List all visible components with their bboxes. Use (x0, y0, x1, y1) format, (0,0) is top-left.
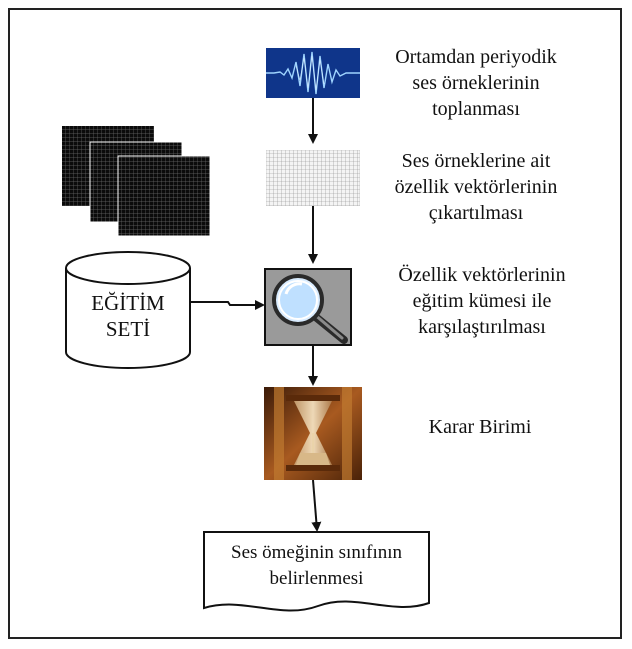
label-line: Karar Birimi (428, 416, 532, 438)
label-line: toplanması (432, 98, 520, 120)
sound-wave-icon (266, 48, 360, 98)
label-line: eğitim kümesi ile (412, 290, 552, 312)
label-line: Ses ömeğinin sınıfının (231, 542, 402, 563)
magnifying-glass-icon (264, 268, 352, 346)
label-line: Ses örneklerine ait (401, 150, 551, 172)
diagram-frame (8, 8, 622, 639)
step-label-feature-extraction: Ses örneklerine ait özellik vektörlerini… (366, 148, 586, 226)
hourglass-icon (264, 387, 362, 480)
label-line: Özellik vektörlerinin (398, 264, 566, 286)
label-line: ses örneklerinin (412, 72, 540, 94)
step-label-comparison: Özellik vektörlerinin eğitim kümesi ile … (362, 262, 602, 340)
spectrogram-stack-icon (62, 126, 216, 237)
label-line: çıkartılması (428, 202, 524, 224)
label-line: karşılaştırılması (418, 316, 546, 338)
label-line: EĞİTİM (91, 291, 165, 315)
arrow-database-to-magnifier (190, 300, 265, 310)
training-set-label: EĞİTİM SETİ (66, 290, 190, 342)
arrow-hourglass-to-result (311, 479, 322, 532)
database-cylinder-icon (65, 251, 191, 369)
feature-grid-icon (265, 149, 361, 207)
label-line: özellik vektörlerinin (394, 176, 558, 198)
step-label-collection: Ortamdan periyodik ses örneklerinin topl… (366, 44, 586, 122)
step-label-decision: Karar Birimi (380, 414, 580, 440)
label-line: belirlenmesi (269, 568, 364, 589)
result-label: Ses ömeğinin sınıfının belirlenmesi (204, 540, 429, 592)
label-line: SETİ (105, 317, 151, 341)
document-shape-icon (203, 531, 430, 612)
label-line: Ortamdan periyodik (395, 46, 557, 68)
